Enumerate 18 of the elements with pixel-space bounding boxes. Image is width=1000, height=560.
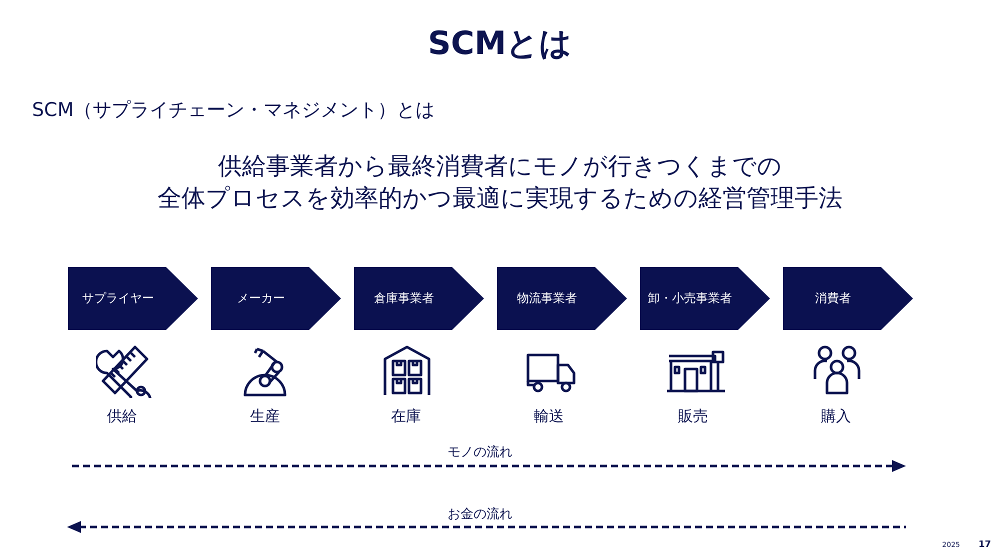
stage-box: 倉庫事業者 xyxy=(354,267,484,330)
definition-text: 供給事業者から最終消費者にモノが行きつくまでの全体プロセスを効率的かつ最適に実現するための経営管理手法 xyxy=(156,151,844,214)
stage-box: 消費者 xyxy=(783,267,913,330)
flow-label: モノの流れ xyxy=(446,444,514,462)
stage-box: 卸・小売事業者 xyxy=(640,267,770,330)
subtitle: SCM（サプライチェーン・マネジメント）とは xyxy=(32,98,436,123)
stage-label: 生産 xyxy=(249,406,281,426)
stage-label: 販売 xyxy=(677,406,709,426)
stage-box: 物流事業者 xyxy=(497,267,627,330)
flow-label: お金の流れ xyxy=(446,506,514,524)
stage-label: 購入 xyxy=(820,406,852,426)
stage-box: メーカー xyxy=(211,267,341,330)
stage-label: 供給 xyxy=(106,406,138,426)
stage-label: 在庫 xyxy=(390,406,422,426)
slide-title: SCMとは xyxy=(426,23,574,64)
stage-box: サプライヤー xyxy=(68,267,198,330)
stage-label: 輸送 xyxy=(533,406,565,426)
page-number: 17 xyxy=(977,539,991,552)
